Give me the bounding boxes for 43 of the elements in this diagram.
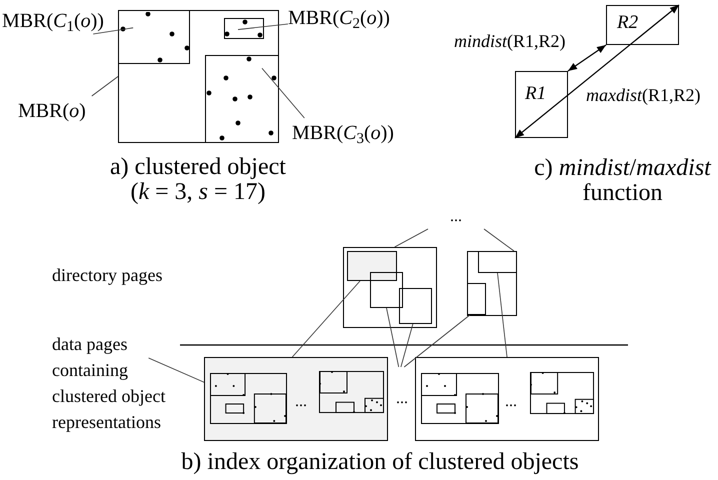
leader-line [148, 358, 204, 383]
figure-caption: a) clustered object (k = 3, s = 17) [109, 155, 287, 205]
figure-caption: b) index organization of clustered objects [180, 448, 580, 477]
text-label: data pages containing clustered object representations [52, 331, 192, 439]
text-label: MBR(C$_{3}$(o)) [292, 118, 416, 146]
rectangle-box: R2 [606, 5, 679, 45]
shaded-rectangle [346, 250, 396, 280]
text-label: MBR(o) [18, 96, 100, 124]
ellipsis: ... [295, 392, 308, 412]
text-label: MBR(C$_{1}$(o)) [2, 6, 116, 34]
double-arrow [568, 44, 606, 72]
leader-line [400, 324, 414, 368]
text-label: ... [428, 205, 484, 229]
leader-line [497, 272, 508, 358]
rectangle-box: R1 [515, 71, 568, 138]
rectangle [467, 251, 517, 316]
double-arrow [514, 4, 680, 138]
text-label: MBR(C$_{2}$(o)) [288, 3, 412, 31]
leader-line [238, 24, 288, 30]
leader-line [484, 228, 514, 252]
rectangle [204, 54, 278, 142]
shaded-rectangle [204, 357, 388, 441]
leader-line [394, 228, 428, 248]
rectangle [343, 247, 437, 328]
rectangle [478, 250, 516, 272]
ellipsis: ... [505, 392, 518, 412]
rectangle [415, 357, 599, 441]
figure-caption: c) mindist/maxdist function [533, 156, 712, 206]
rectangle [466, 282, 486, 314]
leader-line [404, 314, 470, 368]
tier-label: directory pages [52, 264, 164, 287]
rectangle [398, 288, 432, 324]
edge-label: mindist(R1,R2) [454, 30, 566, 53]
leader-line [292, 280, 360, 358]
leader-line [91, 76, 118, 96]
rectangle [370, 272, 402, 308]
text-label: ... [391, 367, 413, 407]
leader-line [262, 68, 305, 118]
edge-label: maxdist(R1,R2) [586, 84, 700, 107]
leader-line [386, 308, 400, 368]
leader-line [92, 27, 134, 34]
rectangle [224, 18, 264, 38]
rectangle [118, 10, 190, 64]
